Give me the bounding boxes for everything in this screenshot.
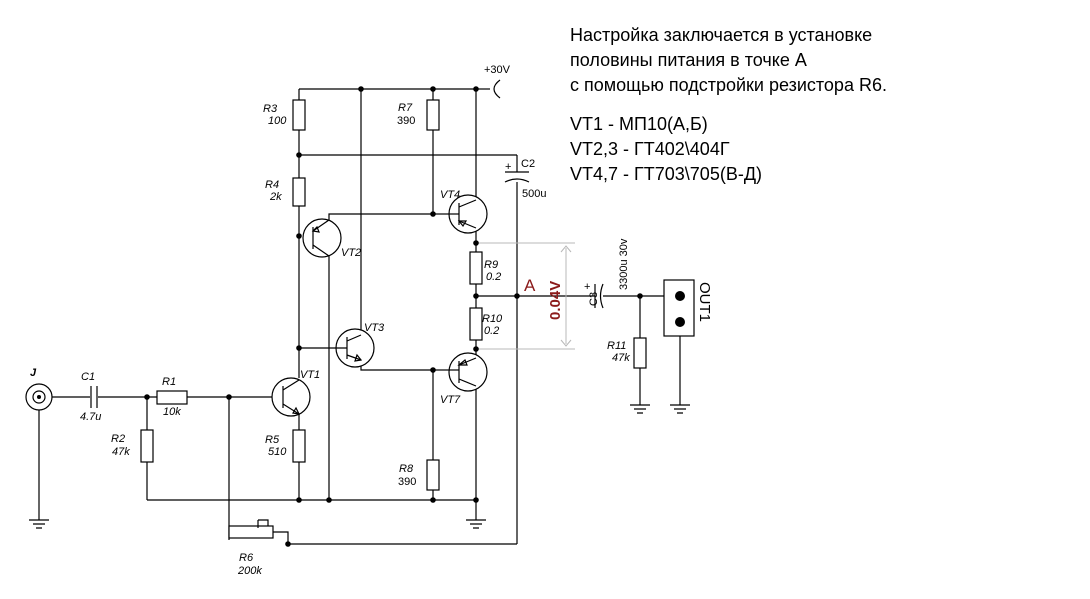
r10-value: 0.2 [484, 325, 499, 337]
capacitor-c1: C1 4.7u [80, 371, 101, 423]
resistor-r4: R4 2k [265, 177, 306, 207]
vt4-label: VT4 [440, 189, 460, 201]
capacitor-c3: + C3 3300u 30v [584, 238, 630, 309]
ground-icon [630, 404, 650, 414]
jack-label: J [30, 367, 37, 379]
c1-value: 4.7u [80, 411, 101, 423]
transistor-vt4: VT4 [440, 189, 488, 234]
out1-label: OUT1 [696, 282, 713, 322]
resistor-r9: R9 0.2 [469, 251, 501, 285]
c2-ref: C2 [521, 158, 535, 170]
transistor-vt3: VT3 [299, 322, 385, 368]
c1-ref: C1 [81, 371, 95, 383]
r7-value: 390 [397, 115, 415, 127]
r6-value: 200k [237, 565, 262, 577]
note-line-3: с помощью подстройки резистора R6. [570, 75, 887, 95]
r4-ref: R4 [265, 179, 279, 191]
r8-ref: R8 [399, 463, 414, 475]
ground-icon [466, 519, 486, 529]
r11-value: 47k [612, 352, 630, 364]
r3-ref: R3 [263, 103, 278, 115]
r1-ref: R1 [162, 376, 176, 388]
point-a-label: A [524, 276, 536, 295]
note-line-4: VT1 - МП10(А,Б) [570, 114, 708, 134]
output-connector: OUT1 [663, 279, 713, 337]
supply-terminal-icon [493, 79, 501, 99]
transistor-vt1: VT1 [271, 369, 320, 417]
r9-ref: R9 [484, 259, 498, 271]
r7-ref: R7 [398, 102, 413, 114]
transistor-vt7: VT7 [440, 352, 488, 406]
notes-block: Настройка заключается в установке полови… [570, 25, 887, 184]
transistor-vt2: VT2 [302, 218, 361, 259]
resistor-r5: R5 510 [265, 429, 306, 463]
c3-plus-sign: + [584, 281, 590, 293]
note-line-5: VT2,3 - ГТ402\404Г [570, 139, 730, 159]
r10-ref: R10 [482, 313, 503, 325]
note-line-6: VT4,7 - ГТ703\705(В-Д) [570, 164, 762, 184]
vt7-label: VT7 [440, 394, 461, 406]
r6-ref: R6 [239, 552, 254, 564]
capacitor-c2: + C2 500u [504, 158, 546, 200]
r5-ref: R5 [265, 434, 280, 446]
resistor-r8: R8 390 [398, 459, 440, 491]
ground-icon [670, 404, 690, 414]
r2-value: 47k [112, 446, 130, 458]
input-jack: J [25, 367, 53, 411]
voltage-label: 0.04V [547, 281, 564, 320]
c3-ref: C3 [588, 292, 600, 306]
r1-value: 10k [163, 406, 181, 418]
r5-value: 510 [268, 446, 287, 458]
r2-ref: R2 [111, 433, 125, 445]
junction-dots [144, 86, 643, 547]
resistor-r3: R3 100 [263, 99, 306, 131]
r4-value: 2k [269, 191, 282, 203]
vt3-label: VT3 [364, 322, 385, 334]
resistor-r2: R2 47k [111, 429, 154, 463]
r9-value: 0.2 [486, 271, 501, 283]
voltage-dimension [476, 242, 575, 350]
r8-value: 390 [398, 476, 416, 488]
potentiometer-r6: R6 200k [228, 519, 274, 577]
ground-icon [29, 519, 49, 529]
supply-label: +30V [484, 64, 511, 76]
note-line-1: Настройка заключается в установке [570, 25, 872, 45]
resistor-r1: R1 10k [156, 376, 188, 418]
c3-value: 3300u 30v [618, 238, 630, 290]
resistor-r10: R10 0.2 [469, 307, 503, 341]
vt1-label: VT1 [300, 369, 320, 381]
c2-plus-sign: + [505, 161, 511, 173]
resistor-r7: R7 390 [397, 99, 440, 131]
resistor-r11: R11 47k [607, 337, 647, 369]
c2-value: 500u [522, 188, 546, 200]
vt2-label: VT2 [341, 247, 361, 259]
note-line-2: половины питания в точке А [570, 50, 807, 70]
r11-ref: R11 [607, 340, 626, 352]
r3-value: 100 [268, 115, 287, 127]
